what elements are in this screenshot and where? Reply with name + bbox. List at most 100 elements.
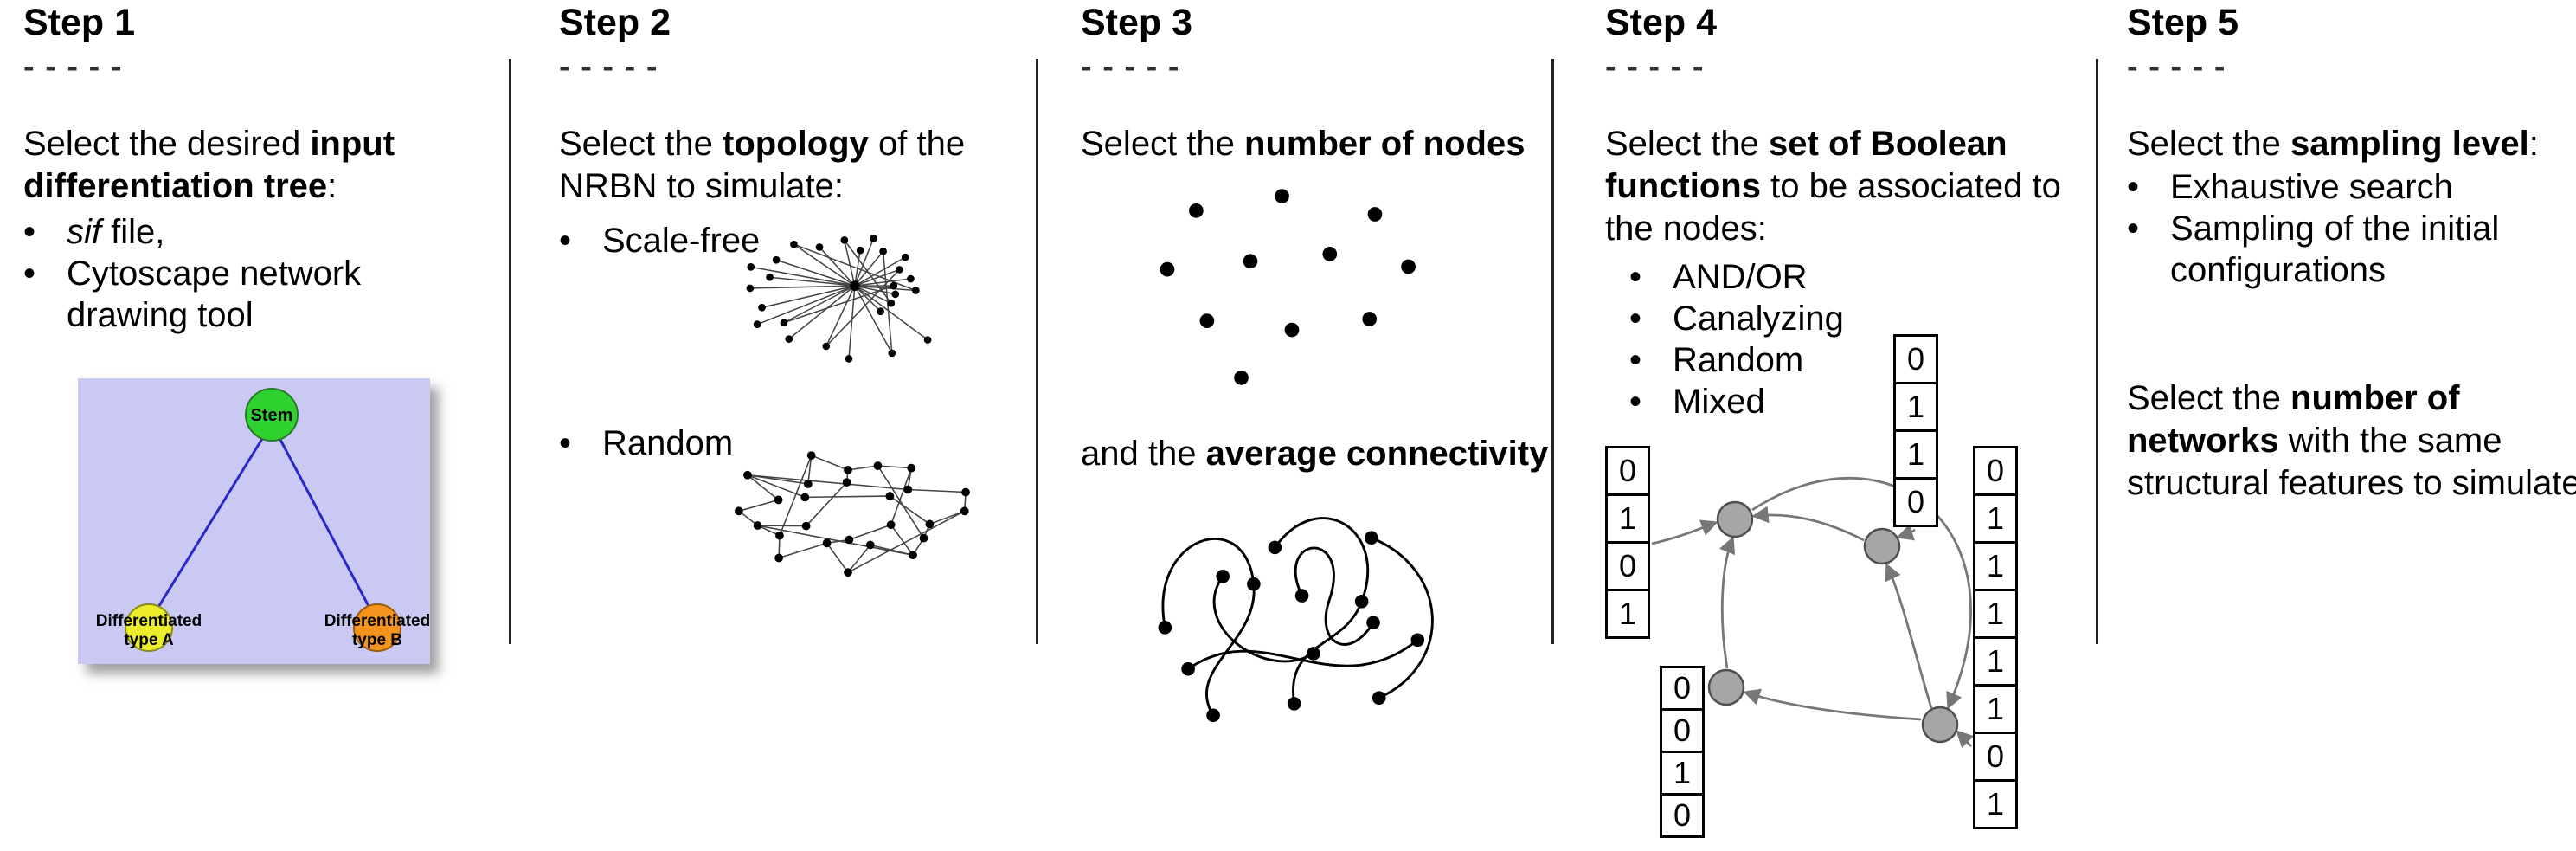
bullet-marker: • xyxy=(2127,168,2140,206)
truth-table-cell: 1 xyxy=(1893,429,1938,480)
stem-label: Stem xyxy=(251,406,293,425)
nodes-dots xyxy=(1160,189,1416,385)
intro-bold: functions xyxy=(1605,167,1761,205)
step-5-intro: Select the sampling level: xyxy=(2127,123,2539,165)
bullet-sif-file: • sif file, xyxy=(23,211,164,253)
step-4-column: Step 4 - - - - - Select the set of Boole… xyxy=(1605,0,2091,851)
bullet-text: sif file, xyxy=(67,211,164,253)
truth-table-cell: 1 xyxy=(1605,493,1650,544)
truth-table-cell: 0 xyxy=(1660,793,1705,838)
intro-bold: sampling level xyxy=(2290,125,2529,163)
bullet-line: Cytoscape network xyxy=(67,255,362,293)
truth-table-left: 0 1 0 1 xyxy=(1605,446,1650,639)
bullet-canalyzing: • Canalyzing xyxy=(1629,298,1844,339)
step-5-networks-paragraph: Select the number of networks with the s… xyxy=(2127,377,2576,505)
boolean-function-list: •AND/OR • Canalyzing • Random •Mixed xyxy=(1629,256,1844,422)
bullet-text: Cytoscape network drawing tool xyxy=(67,253,361,336)
intro-text: Select the xyxy=(559,125,723,163)
sif-italic: sif xyxy=(67,213,101,251)
intro-bold: topology xyxy=(723,125,869,163)
divider-1 xyxy=(509,59,511,644)
intro-bold: differentiation tree xyxy=(23,167,328,205)
truth-table-top: 0 1 1 0 xyxy=(1893,334,1938,527)
truth-table-cell: 1 xyxy=(1973,779,2018,829)
network-node-1 xyxy=(1716,500,1754,538)
truth-table-cell: 0 xyxy=(1605,446,1650,496)
bullet-random-fn: • Random xyxy=(1629,339,1844,381)
text: Select the xyxy=(2127,379,2291,417)
bullet-text: Mixed xyxy=(1673,383,1765,421)
bullet-marker: • xyxy=(23,255,36,293)
divider-3 xyxy=(1551,59,1554,644)
arrow-n4-n2 xyxy=(1885,563,1933,709)
step-1-column: Step 1 - - - - - Select the desired inpu… xyxy=(23,0,504,851)
differentiation-tree-svg: Stem Differentiated type A Differentiate… xyxy=(78,378,430,664)
bullet-text: Sampling of the initial configurations xyxy=(2170,208,2499,291)
type-b-node xyxy=(353,603,401,652)
intro-text: Select the desired xyxy=(23,125,311,163)
bullet-marker: • xyxy=(1629,300,1642,338)
intro-text: NRBN to simulate: xyxy=(559,167,844,205)
truth-table-cell: 1 xyxy=(1973,493,2018,544)
text: structural features to simulate xyxy=(2127,464,2576,502)
bullet-marker: • xyxy=(559,222,572,260)
bullet-marker: • xyxy=(2127,210,2140,248)
text: and the xyxy=(1081,435,1206,473)
step-4-intro: Select the set of Boolean functions to b… xyxy=(1605,123,2091,250)
type-a-label-line2: type A xyxy=(124,631,174,649)
bullet-line: Sampling of the initial xyxy=(2170,210,2500,248)
step-5-title: Step 5 xyxy=(2127,2,2239,43)
bullet-marker: • xyxy=(23,213,36,251)
arrow-n4-n3 xyxy=(1743,688,1922,721)
bullet-mixed: •Mixed xyxy=(1629,381,1844,422)
truth-table-cell: 1 xyxy=(1973,684,2018,734)
step-2-title: Step 2 xyxy=(559,2,671,43)
divider-2 xyxy=(1036,59,1038,644)
bullet-sampling: • Sampling of the initial configurations xyxy=(2127,208,2499,291)
bullet-text: Exhaustive search xyxy=(2170,168,2453,206)
bold-text: number of nodes xyxy=(1244,125,1526,163)
bullet-text: Random xyxy=(602,424,734,462)
step-5-column: Step 5 - - - - - Select the sampling lev… xyxy=(2127,0,2576,851)
arrow-n3-n1 xyxy=(1718,536,1736,669)
intro-text: to be associated to xyxy=(1760,167,2061,205)
truth-table-cell: 1 xyxy=(1973,636,2018,687)
random-network xyxy=(734,451,970,577)
step-3-column: Step 3 - - - - - Select the number of no… xyxy=(1081,0,1550,851)
bullet-and-or: •AND/OR xyxy=(1629,256,1844,298)
intro-text: : xyxy=(2528,125,2539,163)
truth-table-cell: 1 xyxy=(1973,541,2018,591)
step-2-column: Step 2 - - - - - Select the topology of … xyxy=(559,0,1033,851)
intro-bold: input xyxy=(310,125,395,163)
tree-edge-a xyxy=(147,422,273,623)
step-4-dashes: - - - - - xyxy=(1605,48,1705,85)
differentiation-tree-figure: Stem Differentiated type A Differentiate… xyxy=(78,378,430,664)
scale-free-network xyxy=(746,235,932,363)
bullet-text: AND/OR xyxy=(1673,258,1808,296)
network-node-2 xyxy=(1863,527,1901,565)
truth-table-cell: 0 xyxy=(1660,666,1705,711)
boolean-network xyxy=(1651,476,1975,749)
connectivity-tangle xyxy=(1158,517,1434,723)
truth-table-cell: 0 xyxy=(1605,541,1650,591)
text: Select the xyxy=(1081,125,1245,163)
truth-table-cell: 0 xyxy=(1893,334,1938,384)
network-node-4 xyxy=(1921,706,1959,744)
arrow-n2-n1 xyxy=(1751,506,1865,542)
truth-table-cell: 0 xyxy=(1660,708,1705,753)
truth-table-cell: 0 xyxy=(1973,446,2018,496)
step-3-line1: Select the number of nodes xyxy=(1081,123,1525,165)
tree-edge-b xyxy=(270,422,379,623)
type-a-node xyxy=(125,603,173,652)
truth-table-right: 0 1 1 1 1 1 0 1 xyxy=(1973,446,2018,829)
intro-text: : xyxy=(327,167,337,205)
bullet-marker: • xyxy=(1629,341,1642,379)
bullet-text: Random xyxy=(1673,341,1804,379)
truth-table-cell: 0 xyxy=(1973,732,2018,782)
step-3-title: Step 3 xyxy=(1081,2,1193,43)
step-3-line2: and the average connectivity xyxy=(1081,433,1548,475)
bullet-text: Canalyzing xyxy=(1673,300,1844,338)
truth-table-cell: 1 xyxy=(1660,751,1705,796)
bullet-line: drawing tool xyxy=(67,296,254,334)
step-5-dashes: - - - - - xyxy=(2127,48,2226,85)
